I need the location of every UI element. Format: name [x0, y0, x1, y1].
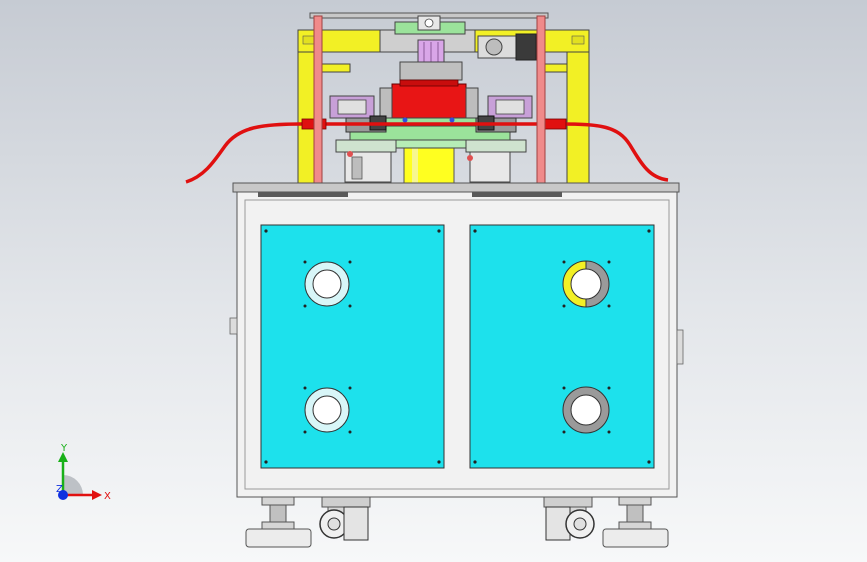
port-right-bottom: [562, 386, 611, 434]
y-axis-label: Y: [60, 443, 68, 454]
caster-right: [543, 496, 595, 541]
z-axis-label: Z: [56, 484, 63, 495]
left-door-panel[interactable]: [260, 224, 445, 469]
leveling-foot-left: [245, 496, 312, 548]
central-mechanism: [329, 15, 537, 199]
x-axis-label: X: [104, 491, 111, 502]
port-left-bottom: [303, 386, 352, 434]
caster-left: [319, 496, 371, 541]
port-right-top: [562, 260, 611, 308]
right-door-panel[interactable]: [469, 224, 655, 469]
port-left-top: [303, 260, 352, 308]
coordinate-triad[interactable]: Y X Z: [46, 440, 116, 510]
leveling-foot-right: [602, 496, 669, 548]
